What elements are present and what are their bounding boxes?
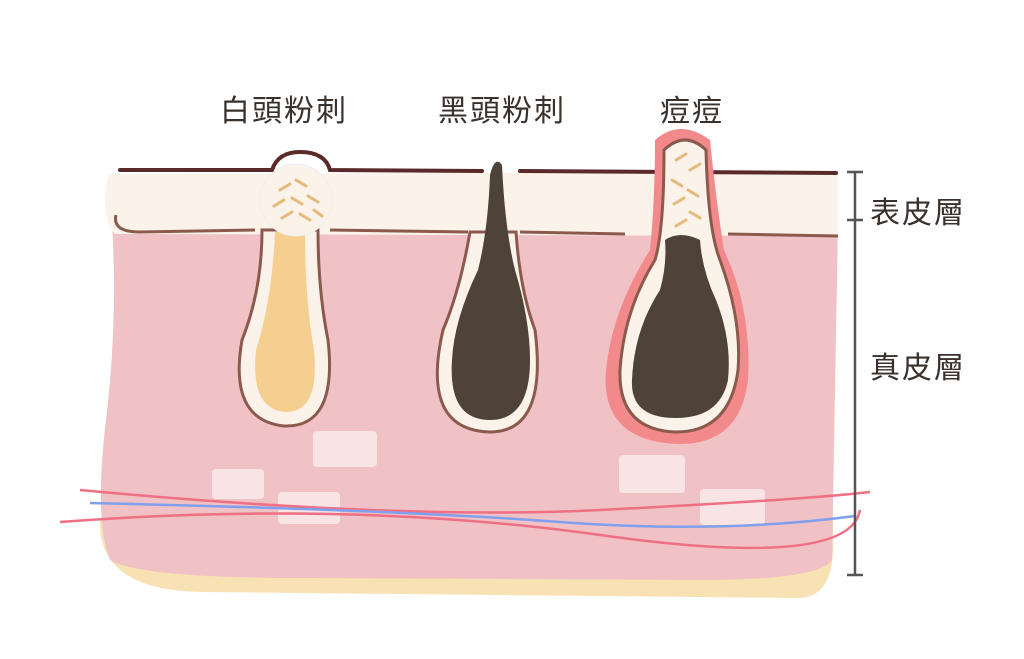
- epidermis-label: 表皮層: [870, 196, 966, 231]
- blackhead-follicle: [435, 161, 539, 434]
- epidermis-layer: [105, 172, 838, 236]
- dermis-cells: [212, 431, 765, 525]
- pimple-follicle: [605, 129, 749, 445]
- pimple-label: 痘痘: [660, 94, 724, 129]
- whitehead-label: 白頭粉刺: [220, 94, 348, 129]
- whitehead-follicle: [237, 163, 333, 428]
- skin-surface-line: [118, 149, 838, 175]
- epidermis-dermis-border: [114, 214, 839, 238]
- blood-vessels: [59, 488, 871, 550]
- layer-scale-bar: [847, 170, 863, 577]
- blackhead-label: 黑頭粉刺: [438, 94, 566, 129]
- dermis-label: 真皮層: [870, 351, 966, 386]
